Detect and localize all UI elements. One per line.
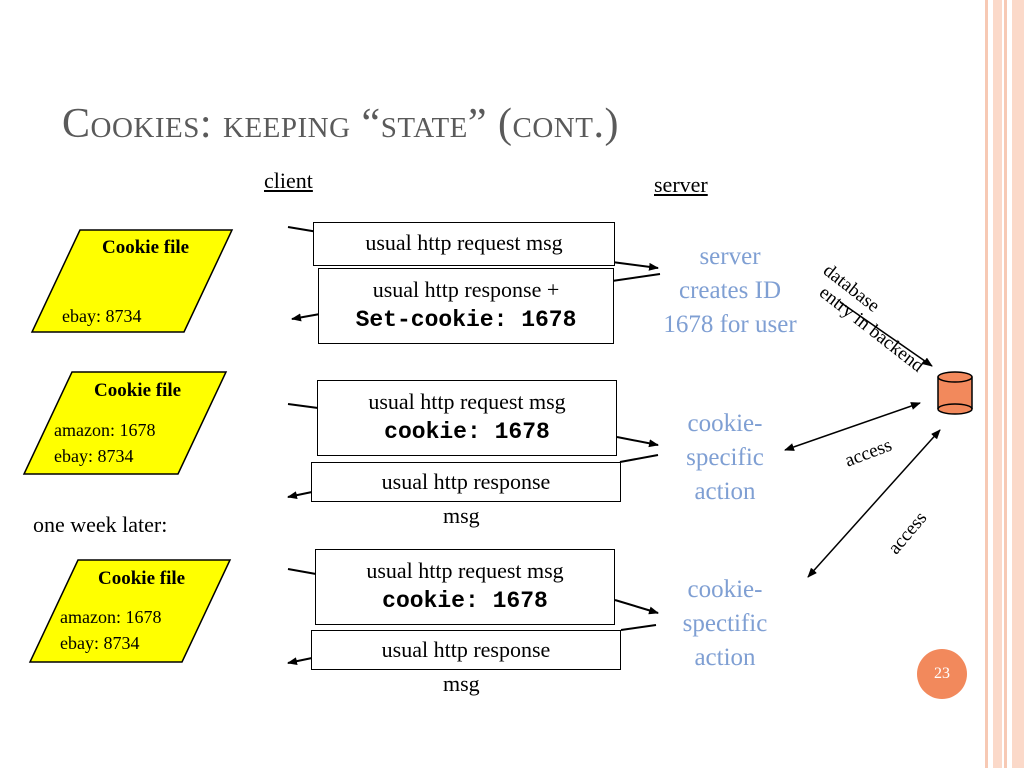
server-action-line: cookie- <box>687 576 763 603</box>
response-box: usual http response <box>311 462 621 502</box>
cookie-file-shape <box>22 371 228 475</box>
access-arrow <box>784 402 921 451</box>
response-arrow <box>620 624 657 631</box>
response-arrow <box>611 273 661 282</box>
cookie-file-entry: amazon: 1678 <box>54 420 156 440</box>
cookie-file-entry: ebay: 8734 <box>62 306 142 326</box>
server-action: server creates ID 1678 for user <box>640 240 820 342</box>
response-arrow <box>287 491 313 500</box>
decor-stripe <box>1004 0 1007 768</box>
server-action-line: creates ID <box>678 277 781 304</box>
request-box: usual http request msg cookie: 1678 <box>315 549 615 625</box>
server-action-line: spectific <box>682 610 768 637</box>
request-arrow <box>287 403 319 409</box>
response-text: usual http response + <box>372 277 560 302</box>
response-box: usual http response <box>311 630 621 670</box>
server-label: server <box>654 172 708 197</box>
response-arrow <box>291 313 321 322</box>
cookie-file-title: Cookie file <box>98 568 186 589</box>
one-week-later-label: one week later: <box>33 512 168 537</box>
server-action: cookie- spectific action <box>655 573 795 675</box>
response-arrow <box>287 657 313 666</box>
response-box: usual http response + Set-cookie: 1678 <box>318 268 614 344</box>
cookie-file-entry: ebay: 8734 <box>54 446 134 466</box>
response-text: usual http response <box>381 637 551 662</box>
request-text: usual http request msg <box>366 558 564 583</box>
server-action-line: 1678 for user <box>663 311 797 338</box>
request-arrow <box>287 568 317 575</box>
request-arrow <box>616 436 659 448</box>
cookie-file-title: Cookie file <box>94 380 182 401</box>
cookie-header-text: cookie: 1678 <box>382 588 548 614</box>
request-arrow <box>611 261 659 271</box>
server-action-line: specific <box>686 444 764 471</box>
decor-stripe <box>1012 0 1024 768</box>
slide-title: Cookies: keeping “state” (cont.) <box>62 101 619 147</box>
server-action-line: action <box>694 478 756 505</box>
server-action-line: cookie- <box>687 410 763 437</box>
request-box: usual http request msg cookie: 1678 <box>317 380 617 456</box>
cookie-file-entry: amazon: 1678 <box>60 607 162 627</box>
db-entry-arrow <box>839 301 933 367</box>
server-action-line: action <box>694 644 756 671</box>
cookie-header-text: cookie: 1678 <box>384 419 550 445</box>
decor-stripe <box>993 0 1002 768</box>
page-number-badge: 23 <box>917 649 967 699</box>
request-text: usual http request msg <box>365 230 563 255</box>
cookie-file-shape <box>28 559 232 663</box>
request-text: usual http request msg <box>368 389 566 414</box>
access-arrow <box>807 429 941 578</box>
cookie-file-shape <box>30 229 234 333</box>
server-action: cookie- specific action <box>655 407 795 509</box>
request-arrow <box>614 599 659 615</box>
response-text-cont: msg <box>443 671 480 696</box>
request-box: usual http request msg <box>313 222 615 266</box>
decor-stripe <box>985 0 988 768</box>
response-text: usual http response <box>381 469 551 494</box>
database-icon <box>937 371 973 415</box>
set-cookie-text: Set-cookie: 1678 <box>355 307 577 333</box>
response-text-cont: msg <box>443 503 480 528</box>
cookie-file-title: Cookie file <box>102 237 190 258</box>
server-action-line: server <box>699 243 761 270</box>
cookie-file-entry: ebay: 8734 <box>60 633 140 653</box>
client-label: client <box>264 168 313 193</box>
response-arrow <box>619 454 659 463</box>
